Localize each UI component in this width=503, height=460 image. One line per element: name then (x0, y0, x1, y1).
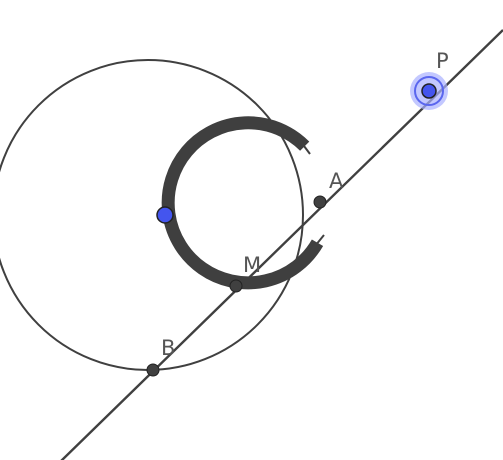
large-circle[interactable] (0, 59, 304, 371)
point-p-ring (414, 76, 444, 106)
point-m[interactable] (229, 279, 243, 293)
arc-end-cap-bottom (310, 234, 325, 252)
point-on-arc[interactable] (156, 206, 174, 224)
label-m[interactable]: M (243, 253, 261, 277)
label-b[interactable]: B (161, 336, 175, 360)
point-b[interactable] (146, 363, 160, 377)
label-a[interactable]: A (329, 169, 344, 193)
arc-end-cap-top (297, 137, 311, 155)
point-p[interactable] (421, 83, 437, 99)
label-p[interactable]: P (436, 49, 449, 73)
point-a[interactable] (313, 195, 327, 209)
